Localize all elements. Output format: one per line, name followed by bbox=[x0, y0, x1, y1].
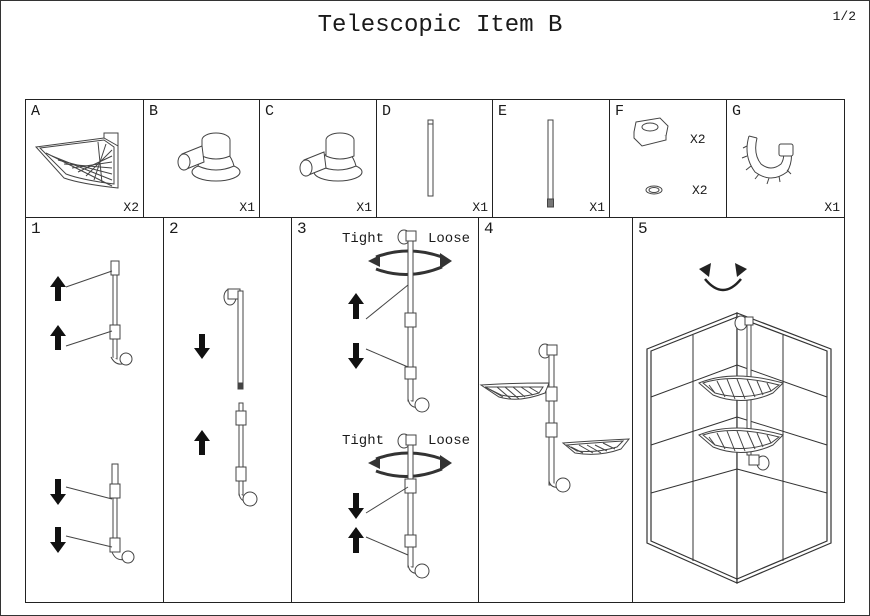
part-qty-ring: X2 bbox=[692, 183, 708, 198]
step-3-panel: 3 Tight Loose Tight Loose bbox=[292, 217, 479, 602]
part-letter: G bbox=[732, 103, 742, 120]
part-letter: B bbox=[149, 103, 159, 120]
part-letter: F bbox=[615, 103, 625, 120]
part-e-cell: E X1 bbox=[493, 100, 610, 217]
part-b-cell: B X1 bbox=[144, 100, 260, 217]
part-letter: C bbox=[265, 103, 275, 120]
part-a-cell: A X2 bbox=[26, 100, 144, 217]
part-qty: X2 bbox=[690, 132, 706, 147]
extend-pole-step-icon bbox=[50, 260, 135, 564]
part-qty: X1 bbox=[356, 200, 372, 215]
part-f-cell: F X2 X2 bbox=[610, 100, 727, 217]
part-qty: X1 bbox=[472, 200, 488, 215]
part-g-cell: G X1 bbox=[727, 100, 844, 217]
step-number: 4 bbox=[484, 220, 494, 238]
grip-ring-icon bbox=[741, 135, 794, 185]
step-number: 2 bbox=[169, 220, 179, 238]
step-1-panel: 1 bbox=[26, 217, 164, 602]
step-2-panel: 2 bbox=[164, 217, 292, 602]
suction-cup-right-icon bbox=[299, 132, 363, 182]
step-4-panel: 4 bbox=[479, 217, 633, 602]
step-number: 3 bbox=[297, 220, 307, 238]
join-poles-step-icon bbox=[194, 288, 258, 507]
corner-basket-icon bbox=[34, 132, 119, 189]
tight-label-bottom: Tight bbox=[342, 433, 385, 449]
page-number: 1/2 bbox=[832, 9, 856, 24]
part-qty: X1 bbox=[589, 200, 605, 215]
part-qty: X2 bbox=[123, 200, 139, 215]
loose-label-top: Loose bbox=[428, 231, 471, 247]
part-letter: A bbox=[31, 103, 41, 120]
part-letter: D bbox=[382, 103, 392, 120]
short-pole-icon bbox=[427, 119, 434, 197]
suction-cup-left-icon bbox=[177, 132, 241, 182]
long-pole-icon bbox=[547, 119, 554, 208]
step-number: 1 bbox=[31, 220, 41, 238]
instruction-sheet: A X2 B bbox=[25, 99, 845, 603]
tight-label-top: Tight bbox=[342, 231, 385, 247]
step-number: 5 bbox=[638, 220, 648, 238]
part-qty: X1 bbox=[824, 200, 840, 215]
attach-baskets-step-icon bbox=[479, 343, 631, 493]
part-letter: E bbox=[498, 103, 508, 120]
clamp-and-ring-icon bbox=[633, 117, 669, 195]
part-c-cell: C X1 bbox=[260, 100, 377, 217]
install-corner-step-icon bbox=[646, 263, 832, 584]
step-5-panel: 5 bbox=[633, 217, 844, 602]
part-d-cell: D X1 bbox=[377, 100, 493, 217]
page-title: Telescopic Item B bbox=[317, 12, 563, 39]
part-qty: X1 bbox=[239, 200, 255, 215]
loose-label-bottom: Loose bbox=[428, 433, 471, 449]
parts-row: A X2 B bbox=[26, 100, 844, 218]
tighten-loosen-step-icon bbox=[348, 229, 452, 579]
